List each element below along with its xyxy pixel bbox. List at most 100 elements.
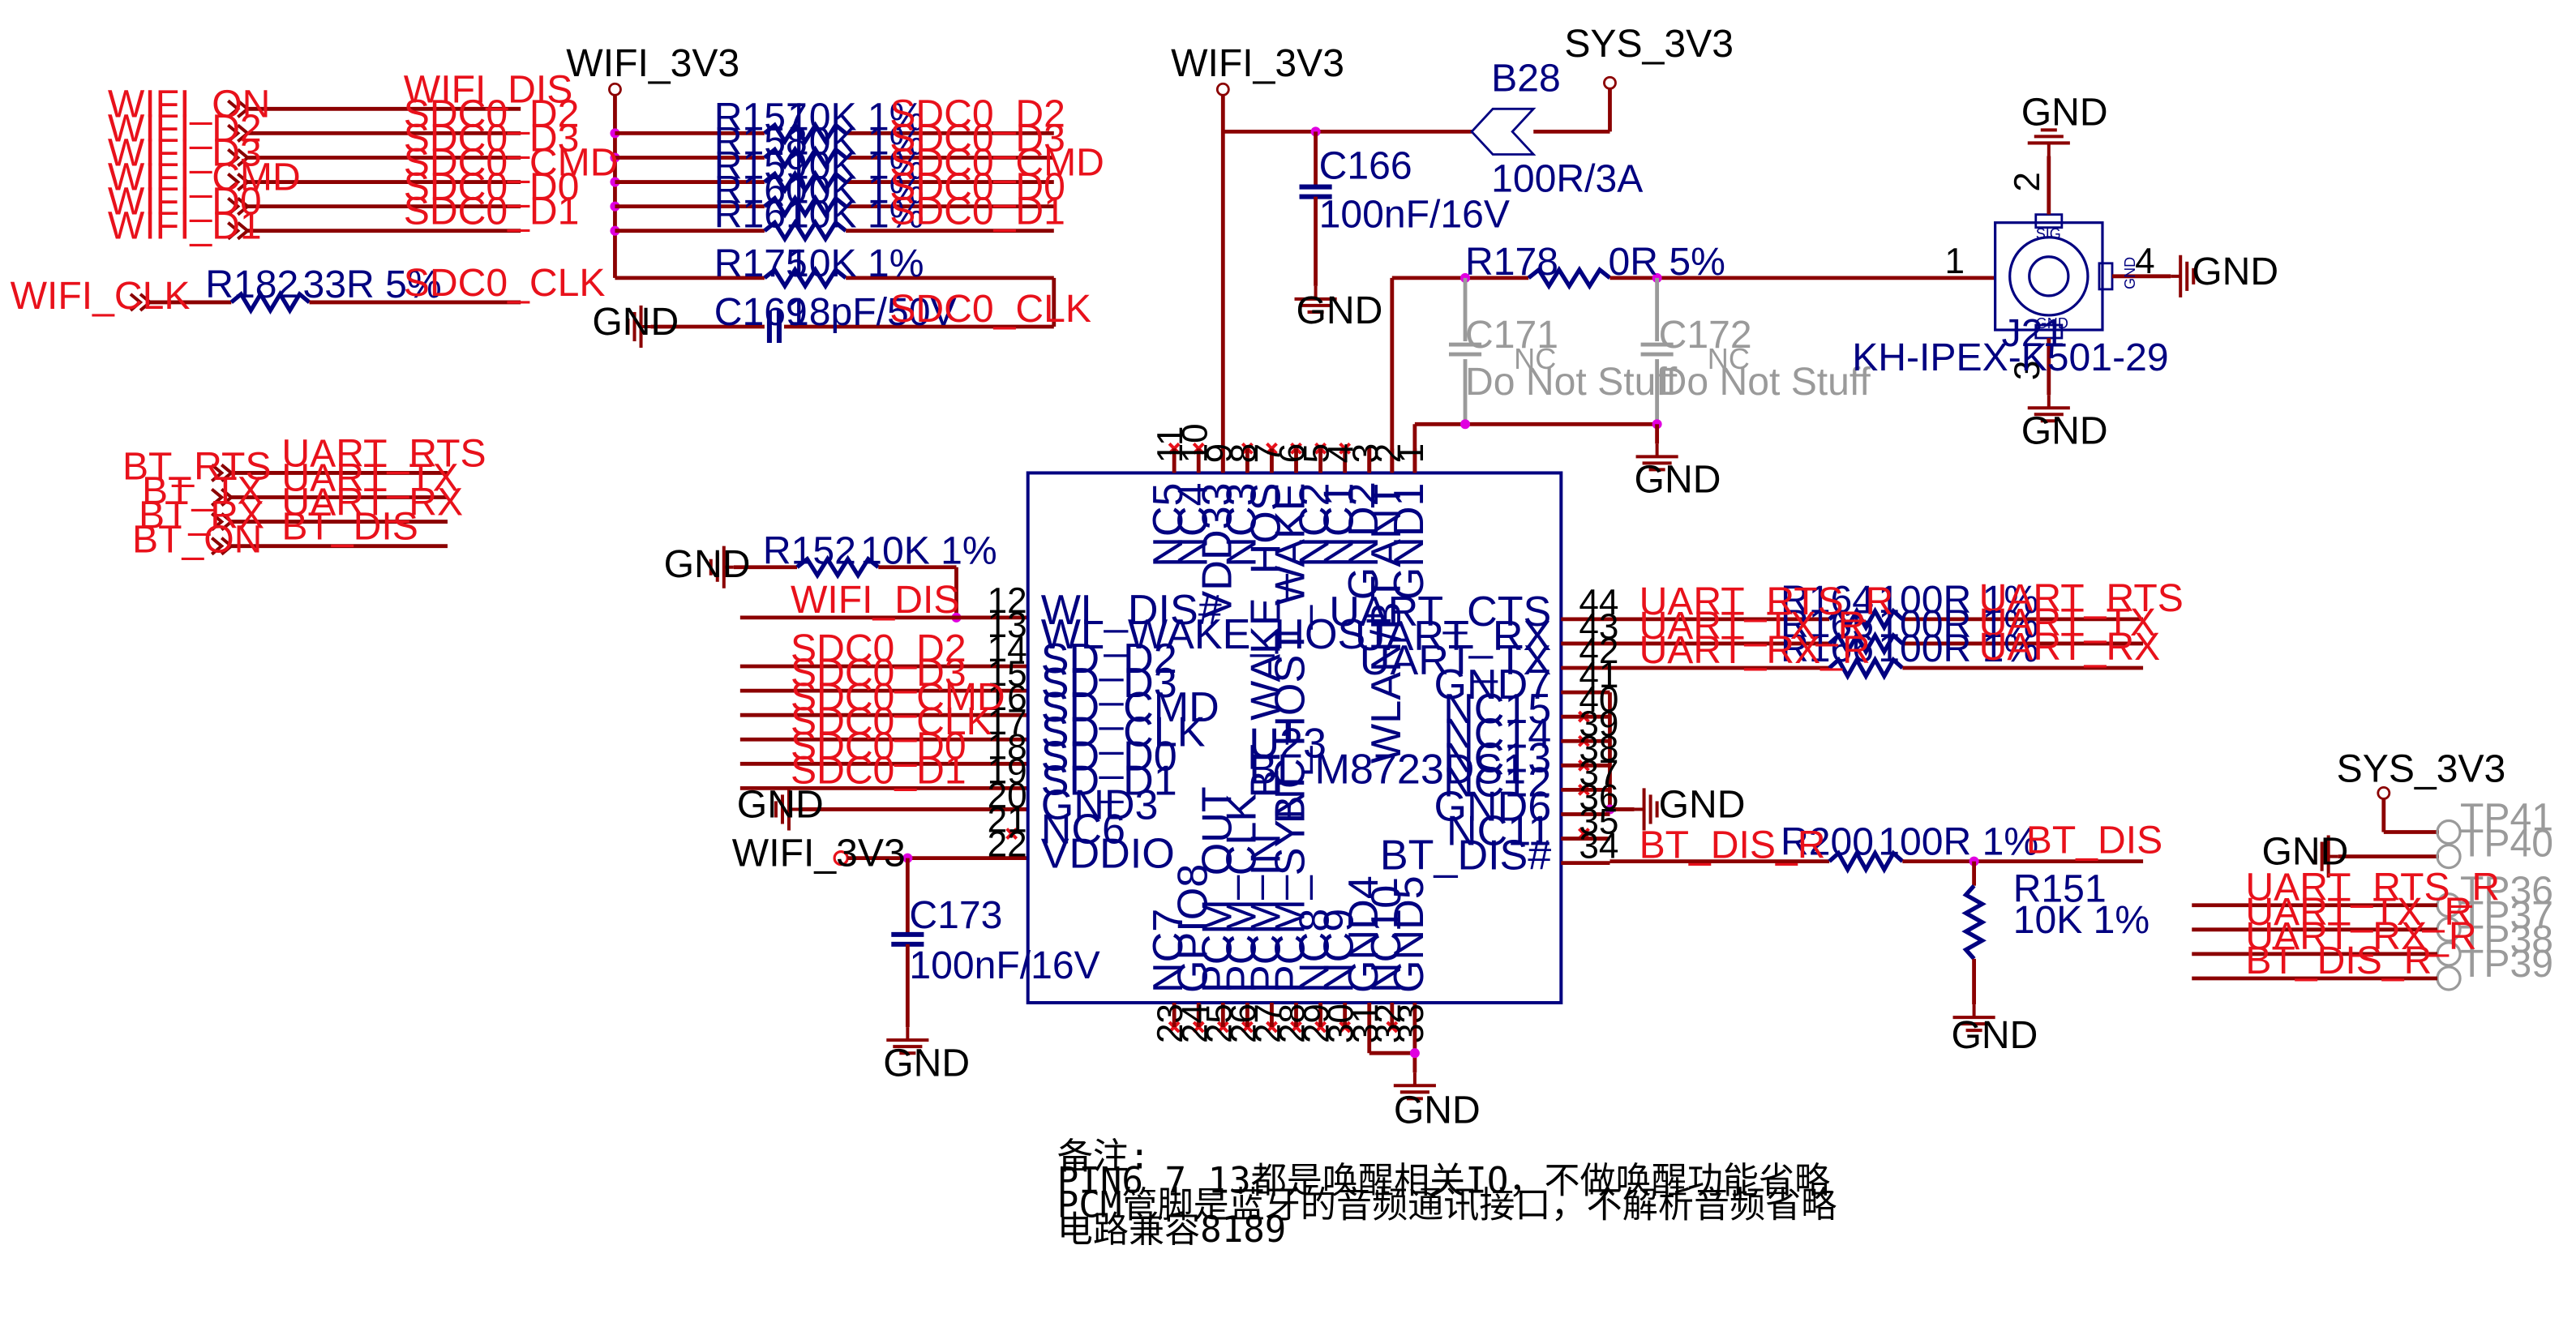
pin-number: 20 <box>988 776 1027 815</box>
net-label: UART_RX <box>281 481 463 524</box>
pin-number: 21 <box>988 801 1027 841</box>
net-label: SDC0_D3 <box>404 116 580 160</box>
port-label: WIFI_ON <box>108 82 270 126</box>
port-arrow <box>227 123 241 143</box>
testpoint-block: SYS_3V3 GND TP41 TP40 TP36 TP37 TP38 TP3… <box>2245 747 2553 986</box>
pin-number: 8 <box>1224 443 1263 464</box>
net-label: SDC0_CLK <box>889 287 1091 331</box>
pin-name: BT_HOST_WAKE <box>1267 482 1314 824</box>
resistor-symbol <box>229 289 311 315</box>
pin-name: UART_CTS <box>1329 588 1551 635</box>
pin-name: NC4 <box>1169 482 1216 567</box>
resistor-ref: R165 <box>1781 602 1874 646</box>
pin-name: PCM_IN <box>1242 833 1289 993</box>
resistor-ref: R161 <box>714 193 808 237</box>
bt-ports: BT_RTS BT_TX BT_RX BT_ON UART_RTS UART_T… <box>122 431 486 561</box>
resistor-value: 10K 1% <box>860 529 997 573</box>
resistor-symbol <box>1828 849 1905 874</box>
supply-label: SYS_3V3 <box>2337 747 2506 790</box>
pin-number: 36 <box>1579 777 1618 817</box>
wifi-clk-port: WIFI_CLK R182 33R 5% SDC0_CLK <box>11 261 606 318</box>
testpoint-label: TP36 <box>2460 869 2553 913</box>
net-label: UART_RTS_R <box>1639 580 1894 623</box>
port-arrow <box>210 512 225 532</box>
net-label: UART_RTS_R <box>2245 866 2500 909</box>
pin-name: VDD33 <box>1194 482 1241 618</box>
pin-number: 35 <box>1579 802 1618 842</box>
pin-number: 40 <box>1579 680 1618 720</box>
gnd-label: GND <box>883 1041 970 1085</box>
resistor-symbol <box>763 194 847 219</box>
pin-number: 39 <box>1579 704 1618 744</box>
pin-number: 34 <box>1579 827 1618 867</box>
pin-name: PCM_SYNC <box>1267 758 1314 993</box>
chip-pin-layer: 11NC510NC49VDD338NC37BT_WAKE_HOS6BT_HOST… <box>791 423 1893 1043</box>
pin-name: SD_CMD <box>1041 684 1219 731</box>
net-label: UART_TX_R <box>2245 890 2472 934</box>
resistor-symbol <box>763 265 847 290</box>
supply-label: WIFI_3V3 <box>1171 41 1344 85</box>
pin-name: PCM_OUT <box>1194 786 1241 993</box>
port-arrow <box>210 463 225 483</box>
gnd-label: GND <box>592 300 679 344</box>
net-label: UART_RX <box>1979 625 2161 669</box>
testpoint-label: TP38 <box>2460 918 2553 961</box>
dns-label: Do Not Stuff <box>1659 360 1871 404</box>
pin-name: GPIO8 <box>1169 864 1216 993</box>
power-block: WIFI_3V3 SYS_3V3 B28 100R/3A C166 100nF/… <box>1171 22 1734 332</box>
gnd-label: GND <box>1635 457 1721 501</box>
net-label: UART_TX <box>1979 601 2156 644</box>
pin-name: GND5 <box>1386 875 1433 993</box>
pin-number: 6 <box>1273 443 1313 464</box>
bead-ref: B28 <box>1491 56 1561 100</box>
junction-dot <box>1409 1048 1420 1059</box>
pin-name: UART_TX <box>1360 637 1551 684</box>
connector-part: KH-IPEX-K501-29 <box>1852 336 2168 379</box>
sig-label: SIG <box>2036 226 2061 242</box>
resistor-symbol <box>1527 265 1612 290</box>
testpoint-label: TP39 <box>2460 942 2553 986</box>
pin-number: 4 <box>1322 443 1361 464</box>
pin-number: 26 <box>1224 1003 1263 1043</box>
testpoint-symbol <box>2436 819 2462 845</box>
testpoint-label: TP41 <box>2460 796 2553 840</box>
pin-name: GND7 <box>1434 661 1552 708</box>
pin-number: 7 <box>1248 443 1288 464</box>
supply-label: WIFI_3V3 <box>732 832 906 875</box>
port-arrow <box>227 221 241 241</box>
resistor-ref: R158 <box>714 119 808 163</box>
pin-number: 30 <box>1322 1003 1361 1043</box>
port-arrow <box>227 99 241 118</box>
port-arrow <box>227 172 241 192</box>
pin-name: SD_D0 <box>1041 733 1177 780</box>
resistor-value: 10K 1% <box>2013 898 2150 942</box>
pin-number: 16 <box>988 678 1027 718</box>
pin-name: WL_WAKE_HOST <box>1041 611 1391 658</box>
capacitor-ref: C166 <box>1319 144 1412 188</box>
gnd-label: GND <box>2261 830 2348 874</box>
resistor-value: 10K 1% <box>787 144 924 188</box>
testpoint-label: TP40 <box>2460 822 2553 866</box>
pin-number: 28 <box>1273 1003 1313 1043</box>
no-connect-mark <box>1005 828 1018 840</box>
notes-block: 备注: PIN6 7 13都是唤醒相关IO，不做唤醒功能省略 PCM管脚是蓝牙的… <box>1057 1136 1837 1251</box>
resistor-ref: R159 <box>714 144 808 188</box>
antenna-block: R178 0R 5% C171 NC Do Not Stuff C172 NC … <box>1465 90 2278 501</box>
pin-number: 2 <box>1369 443 1408 464</box>
pin-name: NC10 <box>1363 885 1410 993</box>
resistor-ref: R200 <box>1781 820 1874 864</box>
net-label: SDC0_CLK <box>791 700 992 743</box>
junction-dot <box>1460 272 1471 283</box>
net-label: BT_DIS <box>281 505 418 549</box>
chip-left-extras: GND R152 10K 1% GND WIFI_3V3 C173 100nF/… <box>664 529 1746 1132</box>
port-label: WIFI_D2 <box>108 106 262 150</box>
junction-dot <box>1460 419 1471 430</box>
pin-name: GND6 <box>1434 783 1552 830</box>
pin-name: NC9 <box>1316 909 1363 993</box>
resistor-symbol <box>795 554 880 580</box>
resistor-ref: R164 <box>1781 578 1874 622</box>
notes-line: 电路兼容8189 <box>1057 1209 1287 1251</box>
nc-label: NC <box>1514 342 1556 375</box>
pin-name: GND3 <box>1041 781 1159 828</box>
net-label: SDC0_D0 <box>889 165 1065 209</box>
